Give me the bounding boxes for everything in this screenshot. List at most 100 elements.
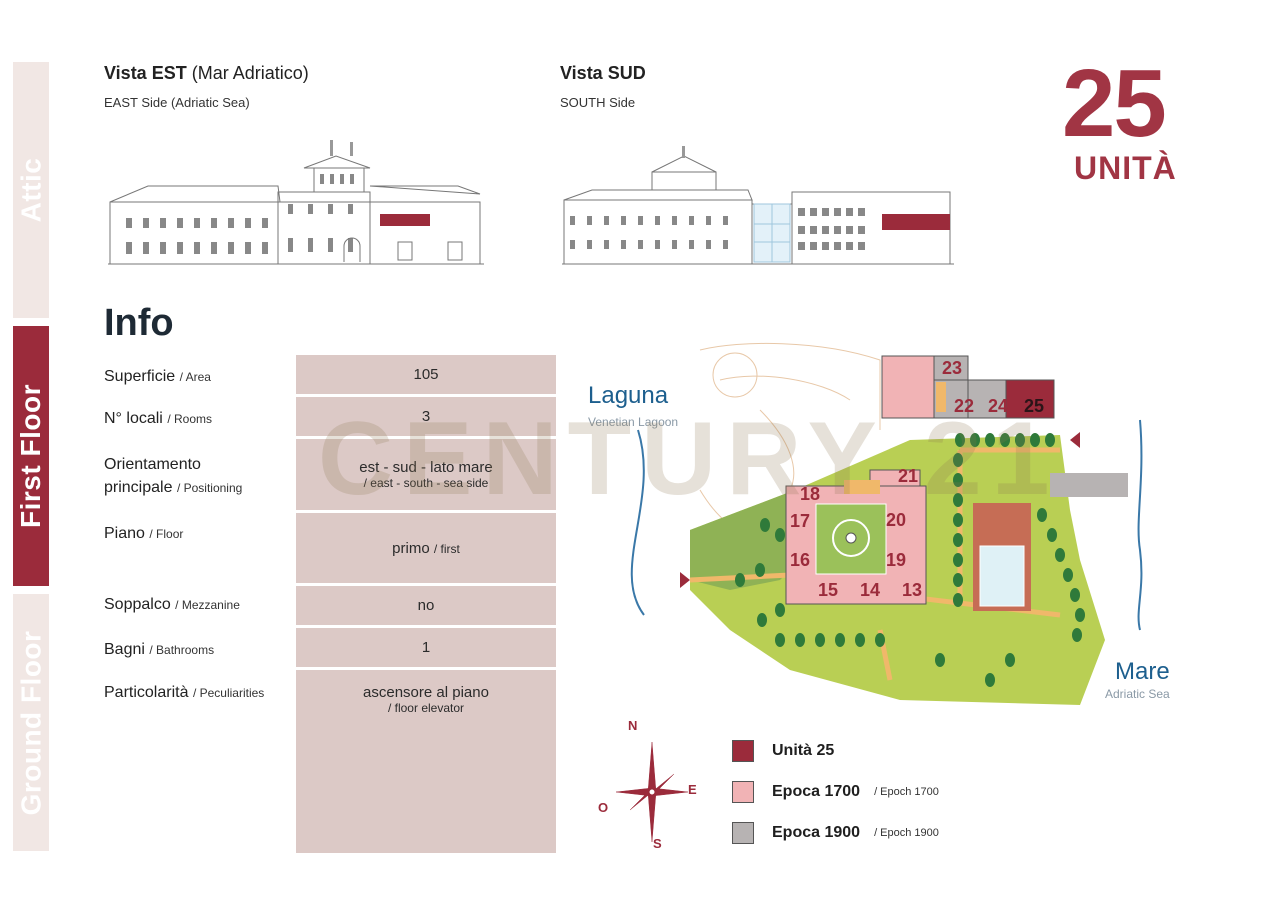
info-label-floor-it: Piano	[104, 525, 145, 542]
info-value-bathrooms-text: 1	[421, 639, 431, 656]
window	[340, 174, 344, 184]
tree	[1070, 588, 1080, 602]
window	[194, 218, 200, 228]
floor-tab-attic[interactable]: Attic	[13, 62, 49, 318]
window	[810, 242, 817, 250]
window	[621, 240, 626, 249]
tree	[953, 453, 963, 467]
tree	[953, 553, 963, 567]
window	[570, 216, 575, 225]
floor-tab-first-floor[interactable]: First Floor	[13, 326, 49, 586]
window	[587, 240, 592, 249]
info-label-rooms: N° locali / Rooms	[104, 407, 212, 431]
tree	[875, 633, 885, 647]
info-value-area-text: 105	[413, 366, 439, 383]
info-value-mezzanine-text: no	[417, 597, 435, 614]
tree	[1045, 433, 1055, 447]
legend-1700-label: Epoca 1700	[772, 783, 861, 800]
floor-tab-attic-label: Attic	[15, 157, 47, 223]
window	[143, 242, 149, 254]
map-unit-number: 19	[886, 550, 906, 570]
window	[798, 226, 805, 234]
window	[706, 216, 711, 225]
map-unit-number: 25	[1024, 396, 1044, 416]
tree	[1015, 433, 1025, 447]
legend-1700-swatch	[732, 781, 754, 803]
mare-label: Mare	[1115, 658, 1170, 685]
info-label-area-it: Superficie	[104, 368, 176, 385]
compass-s: S	[653, 836, 662, 851]
map-unit-number: 21	[898, 466, 918, 486]
compass-rose-icon: N E S O	[598, 718, 697, 851]
east-view-title-bold: Vista EST	[104, 63, 187, 83]
tree	[775, 633, 785, 647]
tree	[1047, 528, 1057, 542]
tree	[1075, 608, 1085, 622]
window	[570, 240, 575, 249]
window	[858, 242, 865, 250]
info-label-peculiarities-en: / Peculiarities	[192, 686, 265, 700]
legend-1700-sublabel: / Epoch 1700	[874, 786, 939, 798]
window	[834, 242, 841, 250]
window	[638, 216, 643, 225]
laguna-sublabel: Venetian Lagoon	[588, 415, 679, 429]
window	[160, 242, 166, 254]
info-label-bathrooms-it: Bagni	[104, 641, 145, 658]
mare-sublabel: Adriatic Sea	[1105, 687, 1170, 701]
east-elevation-drawing	[108, 140, 484, 265]
floor-tab-first-label: First Floor	[15, 384, 47, 528]
map-unit-number: 20	[886, 510, 906, 530]
window	[706, 240, 711, 249]
south-elevation-drawing	[562, 146, 954, 265]
legend-unit-label: Unità 25	[772, 742, 835, 759]
tree	[760, 518, 770, 532]
window	[689, 240, 694, 249]
window	[211, 218, 217, 228]
info-label-positioning-it2: principale	[104, 479, 173, 496]
window	[350, 174, 354, 184]
window	[288, 238, 293, 252]
tree	[735, 573, 745, 587]
window	[655, 240, 660, 249]
info-value-rooms: 3	[296, 397, 556, 436]
tree	[775, 603, 785, 617]
window	[245, 218, 251, 228]
tree	[970, 433, 980, 447]
unit-number: 25	[1062, 50, 1167, 157]
legend-unit: Unità 25	[732, 740, 834, 762]
info-label-area: Superficie / Area	[104, 365, 211, 389]
map-unit-number: 18	[800, 484, 820, 504]
century21-watermark: CENTURY 21	[318, 401, 1060, 517]
window	[858, 208, 865, 216]
map-unit-number: 23	[942, 358, 962, 378]
window	[621, 216, 626, 225]
tree	[985, 433, 995, 447]
info-value-peculiarities-text: ascensore al piano	[363, 684, 489, 701]
tree	[1072, 628, 1082, 642]
south-view-subtitle: SOUTH Side	[560, 95, 636, 110]
window	[348, 204, 353, 214]
info-label-positioning-en: / Positioning	[176, 481, 243, 495]
tree	[953, 533, 963, 547]
window	[822, 242, 829, 250]
tree	[1055, 548, 1065, 562]
window	[846, 208, 853, 216]
window	[126, 218, 132, 228]
window	[834, 226, 841, 234]
unit-label: UNITÀ	[1074, 150, 1177, 186]
window	[211, 242, 217, 254]
compass-o: O	[598, 800, 608, 815]
window	[723, 240, 728, 249]
info-value-mezzanine: no	[296, 586, 556, 625]
info-value-positioning: est - sud - lato mare / east - south - s…	[296, 439, 556, 510]
info-label-mezzanine-it: Soppalco	[104, 596, 171, 613]
window	[822, 208, 829, 216]
window	[810, 208, 817, 216]
tree	[953, 573, 963, 587]
window	[604, 216, 609, 225]
tree	[953, 593, 963, 607]
map-unit-number: 16	[790, 550, 810, 570]
floor-tab-ground-floor[interactable]: Ground Floor	[13, 594, 49, 851]
tree	[955, 433, 965, 447]
